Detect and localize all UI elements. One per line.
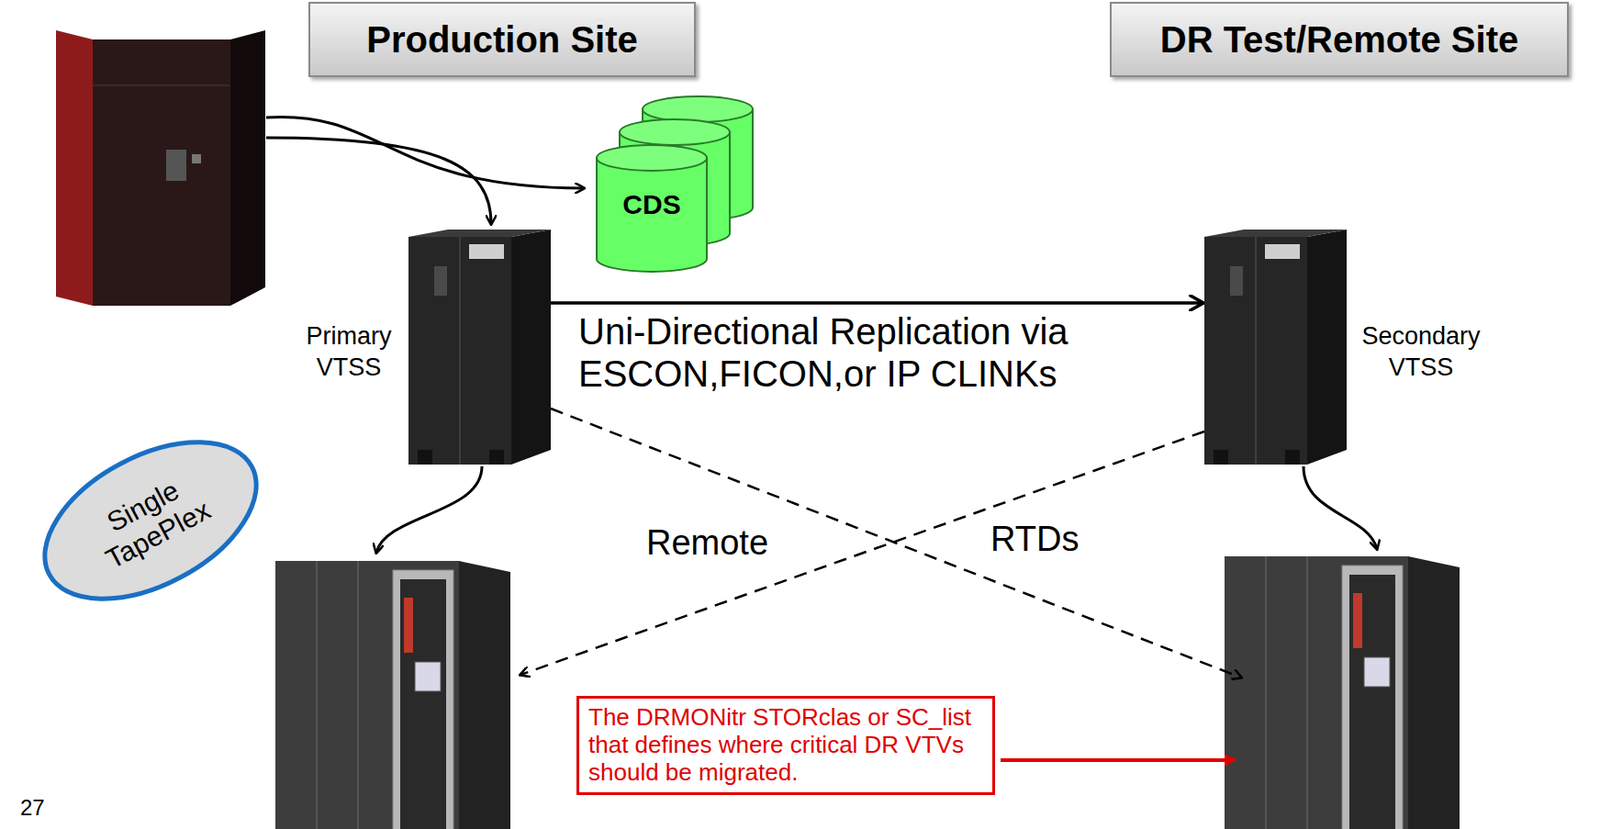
shape-part xyxy=(1230,266,1243,296)
shape-part xyxy=(619,119,730,146)
vtss-cabinet: Secondary VTSS xyxy=(1204,229,1347,465)
replication-arrow xyxy=(550,301,1203,305)
remote-rtd-line xyxy=(520,431,1205,675)
shape-part xyxy=(596,157,707,272)
site-banner: Production Site xyxy=(308,1,696,78)
vtss-label: Primary VTSS xyxy=(294,321,403,384)
shape-part xyxy=(408,229,551,237)
note-text: The DRMONitr STORclas or SC_list that de… xyxy=(588,704,984,787)
tapeplex-oval: Single TapePlex xyxy=(30,428,271,613)
shape-part xyxy=(434,266,448,296)
shape-part xyxy=(458,236,461,465)
shape-part xyxy=(1264,244,1300,259)
shape-part xyxy=(417,449,433,465)
shape-part xyxy=(469,244,504,259)
vtss-cabinet-outline xyxy=(1204,229,1347,465)
vtss-cabinet-outline xyxy=(408,229,551,465)
page-number: 27 xyxy=(16,794,49,821)
vtss-cabinet: Primary VTSS xyxy=(408,229,551,465)
rtd-label: RTDs xyxy=(986,519,1083,560)
site-banner: DR Test/Remote Site xyxy=(1109,1,1569,78)
edge-label: Uni-Directional Replication via ESCON,FI… xyxy=(578,310,1111,395)
cds-cylinder: CDS xyxy=(592,91,767,276)
tape-library xyxy=(1224,556,1460,829)
wire xyxy=(376,466,482,553)
note-box: The DRMONitr STORclas or SC_list that de… xyxy=(576,695,996,795)
vtss-label: Secondary VTSS xyxy=(1352,321,1490,384)
shape-part xyxy=(596,145,707,171)
site-title: Production Site xyxy=(366,19,638,61)
shape-part xyxy=(408,236,512,465)
wire xyxy=(266,137,492,224)
tape-library xyxy=(275,560,511,829)
shape-part xyxy=(1213,449,1229,465)
mainframe xyxy=(55,30,266,306)
site-title: DR Test/Remote Site xyxy=(1160,19,1519,61)
cds-label: CDS xyxy=(596,189,707,221)
shape-part xyxy=(19,410,282,632)
shape-part xyxy=(642,96,753,123)
shape-part xyxy=(511,229,551,465)
shape-part xyxy=(1307,229,1347,465)
leader-arrow xyxy=(1000,758,1236,762)
shape-part xyxy=(1254,236,1257,465)
rtd-label: Remote xyxy=(642,523,773,563)
shape-part xyxy=(1204,236,1308,465)
wire xyxy=(1303,466,1377,549)
shape-part xyxy=(489,449,504,465)
shape-part xyxy=(1285,449,1300,465)
remote-rtd-line xyxy=(550,408,1242,678)
cds-cylinder-outline xyxy=(592,91,767,276)
shape-part xyxy=(1204,229,1347,237)
